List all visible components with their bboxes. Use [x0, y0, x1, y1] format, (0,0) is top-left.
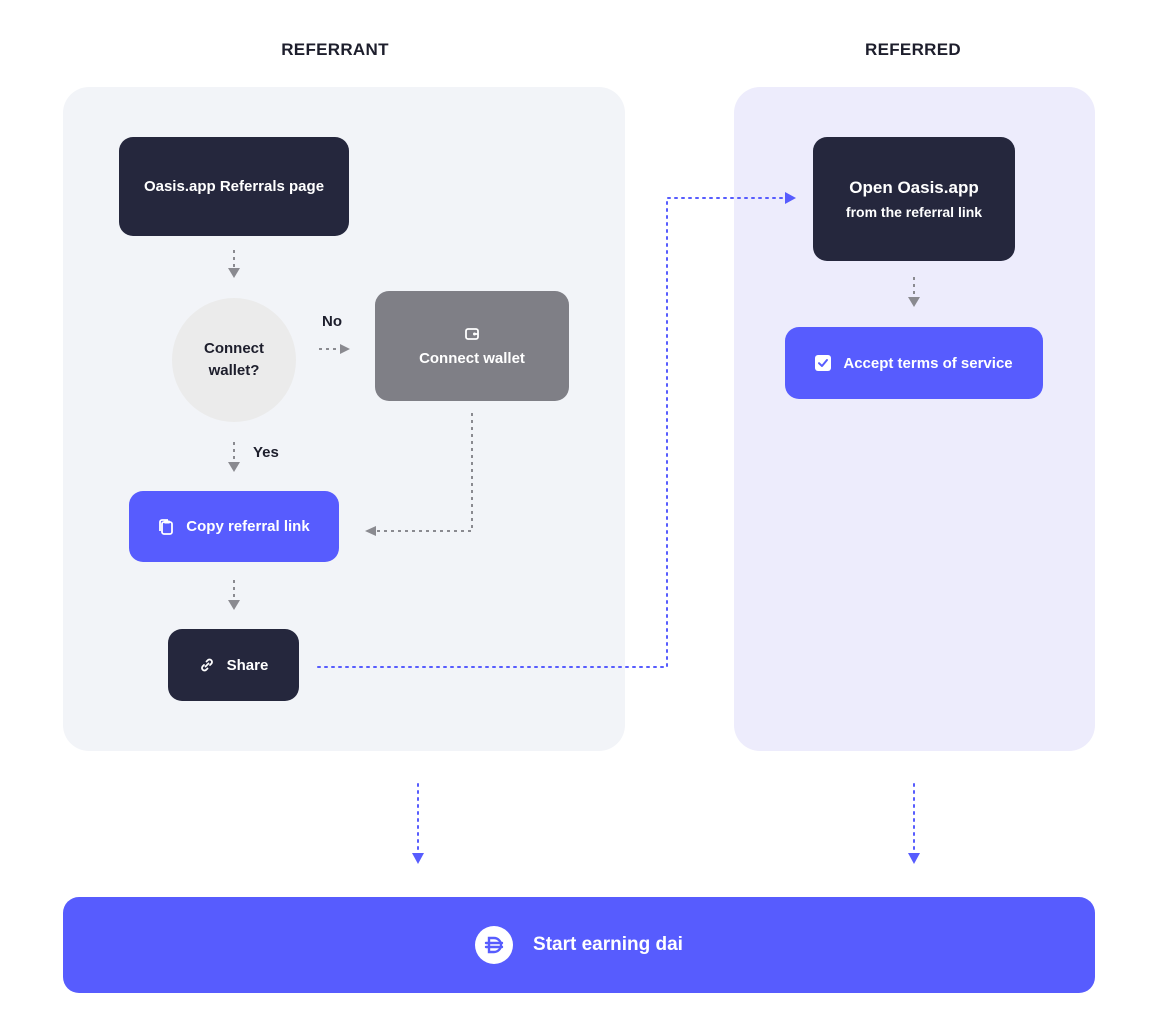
- decision-label-line2: wallet?: [208, 362, 260, 379]
- start-earning-bar: Start earning dai: [63, 897, 1095, 993]
- referrals-page-label: Oasis.app Referrals page: [143, 178, 325, 195]
- clipboard-icon: [158, 518, 174, 535]
- share-label: Share: [226, 656, 269, 674]
- link-icon: [199, 657, 215, 673]
- wallet-icon: [464, 326, 480, 342]
- arrowhead-referred-to-start: [908, 853, 920, 864]
- open-oasis-node: Open Oasis.app from the referral link: [813, 137, 1015, 261]
- accept-terms-node: Accept terms of service: [785, 327, 1043, 399]
- referred-section-title: REFERRED: [865, 40, 961, 59]
- edge-label-yes: Yes: [253, 444, 279, 461]
- start-earning-label: Start earning dai: [533, 934, 683, 955]
- arrowhead-referrant-to-start: [412, 853, 424, 864]
- decision-label-line1: Connect: [204, 340, 264, 357]
- copy-referral-link-node: Copy referral link: [129, 491, 339, 562]
- referrant-section-title: REFERRANT: [281, 40, 389, 59]
- dai-logo-icon: [475, 926, 514, 964]
- accept-terms-label: Accept terms of service: [843, 354, 1013, 372]
- checkbox-checked-icon: [815, 355, 832, 371]
- connect-wallet-label: Connect wallet: [419, 349, 525, 367]
- edge-label-no: No: [322, 313, 342, 330]
- share-node: Share: [168, 629, 299, 701]
- connect-wallet-node: Connect wallet: [375, 291, 569, 401]
- open-oasis-title: Open Oasis.app: [849, 178, 979, 197]
- copy-referral-link-label: Copy referral link: [186, 518, 310, 535]
- connect-wallet-decision: Connect wallet?: [172, 298, 296, 422]
- open-oasis-subtitle: from the referral link: [845, 204, 983, 220]
- referrals-page-node: Oasis.app Referrals page: [119, 137, 349, 236]
